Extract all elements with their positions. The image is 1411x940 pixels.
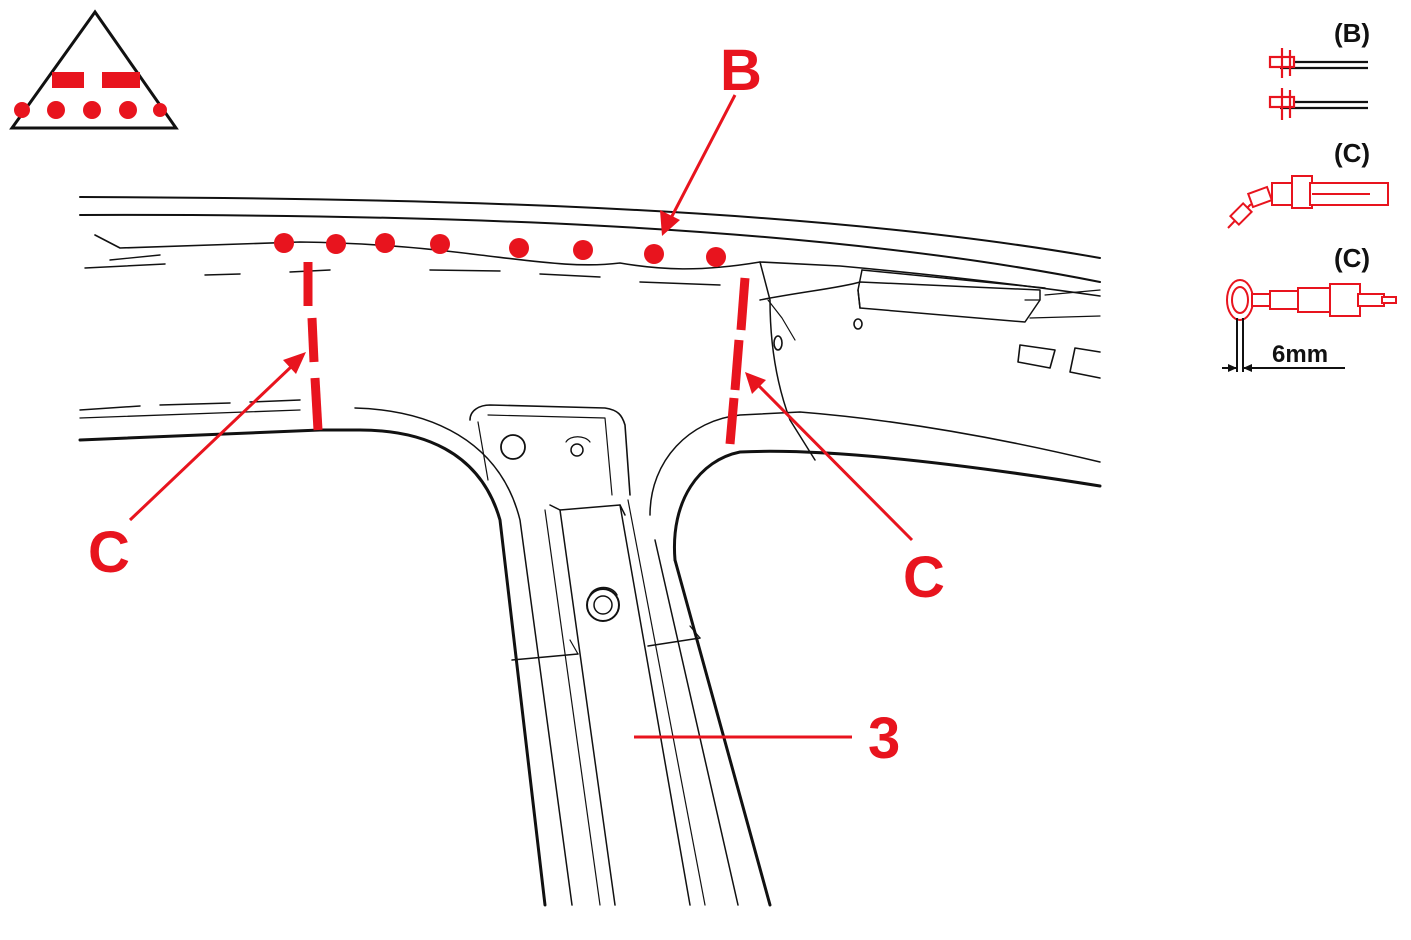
body-structure-drawing <box>78 196 1102 907</box>
spot-weld-drill-icon <box>1226 279 1397 321</box>
legend-label-c1: (C) <box>1334 138 1370 168</box>
callout-c-left: C <box>88 520 130 585</box>
legend: (B) (C) (C) <box>1222 18 1397 372</box>
spot-weld-line-b <box>274 233 726 267</box>
air-saw-icon <box>1227 175 1389 229</box>
callout-b: B <box>720 38 762 103</box>
spot-weld-icon <box>1268 48 1368 120</box>
dimension-label: 6mm <box>1272 341 1328 368</box>
callout-arrows <box>128 94 914 739</box>
legend-label-b: (B) <box>1334 18 1370 48</box>
callout-c-right: C <box>903 545 945 610</box>
weld-symbol-triangle-icon <box>9 9 179 130</box>
legend-label-c2: (C) <box>1334 243 1370 273</box>
dimension-marker <box>1222 318 1345 372</box>
cut-line-c-left <box>303 262 323 431</box>
part-number-3: 3 <box>868 706 900 771</box>
cut-line-c-right <box>725 277 750 445</box>
